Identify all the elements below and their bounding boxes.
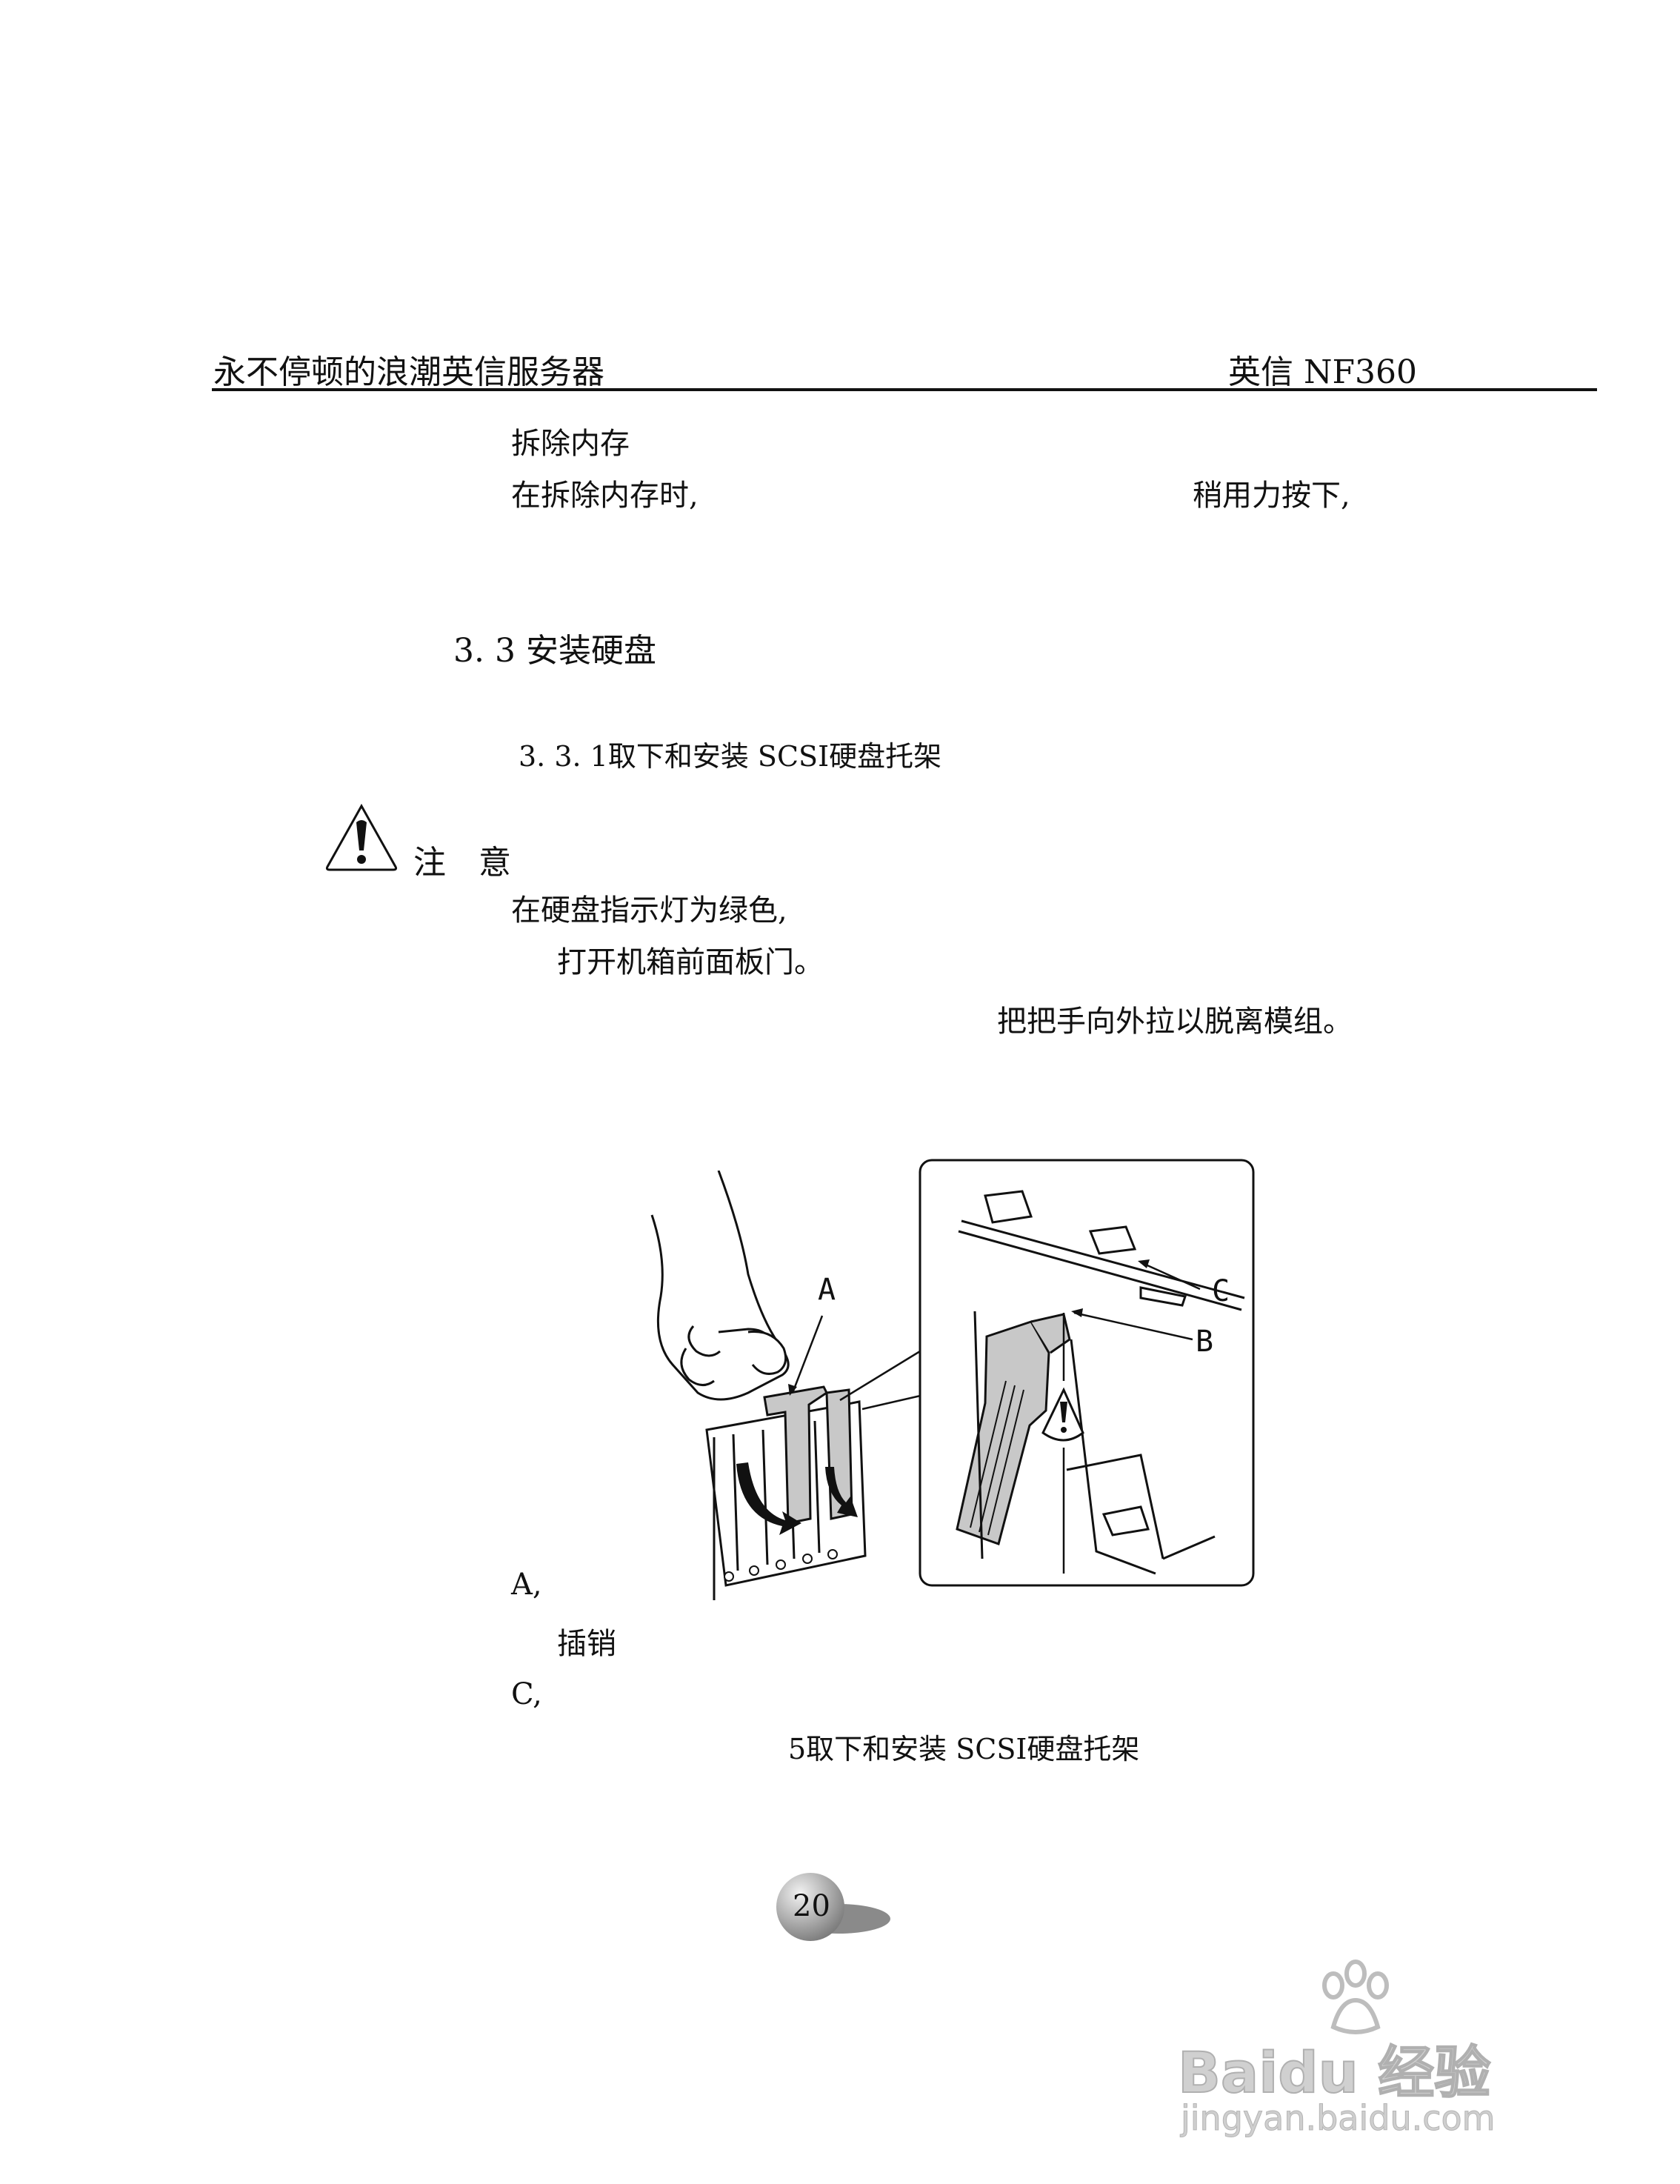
legend-b: 插销 [557, 1627, 616, 1661]
header-left-title: 永不停顿的浪潮英信服务器 [213, 353, 604, 391]
hand-pulling-tray-illustration [650, 1171, 934, 1600]
notice-line-2: 打开机箱前面板门。 [557, 945, 824, 979]
memory-line-left: 在拆除内存时, [511, 479, 699, 513]
notice-label: 注 意 [413, 844, 511, 882]
page-number-badge [776, 1873, 890, 1941]
warning-icon [325, 803, 398, 871]
section-title: 3. 3 安装硬盘 [453, 632, 656, 670]
notice-line-1: 在硬盘指示灯为绿色, [511, 893, 787, 928]
memory-line-right: 稍用力按下, [1193, 479, 1350, 513]
watermark-main: Baidu 经验 [1177, 2039, 1491, 2106]
section-subtitle: 3. 3. 1取下和安装 SCSI硬盘托架 [519, 740, 942, 773]
tray-latch-detail-illustration [919, 1159, 1255, 1587]
paw-logo [1322, 1960, 1389, 2034]
header-right-title: 英信 NF360 [1228, 353, 1417, 391]
legend-c: C, [511, 1677, 542, 1711]
figure-caption: 5取下和安装 SCSI硬盘托架 [788, 1733, 1140, 1765]
watermark-url: jingyan.baidu.com [1181, 2098, 1496, 2139]
baidu-watermark: Baidu 经验 jingyan.baidu.com [1177, 1956, 1563, 2141]
callout-c: C [1212, 1274, 1230, 1308]
page-number: 20 [793, 1889, 830, 1923]
callout-b: B [1196, 1325, 1214, 1359]
header-rule [212, 388, 1597, 391]
memory-heading: 拆除内存 [511, 427, 630, 461]
legend-a: A, [511, 1568, 542, 1602]
callout-a: A [818, 1273, 836, 1307]
notice-line-3: 把把手向外拉以脱离模组。 [997, 1005, 1353, 1039]
